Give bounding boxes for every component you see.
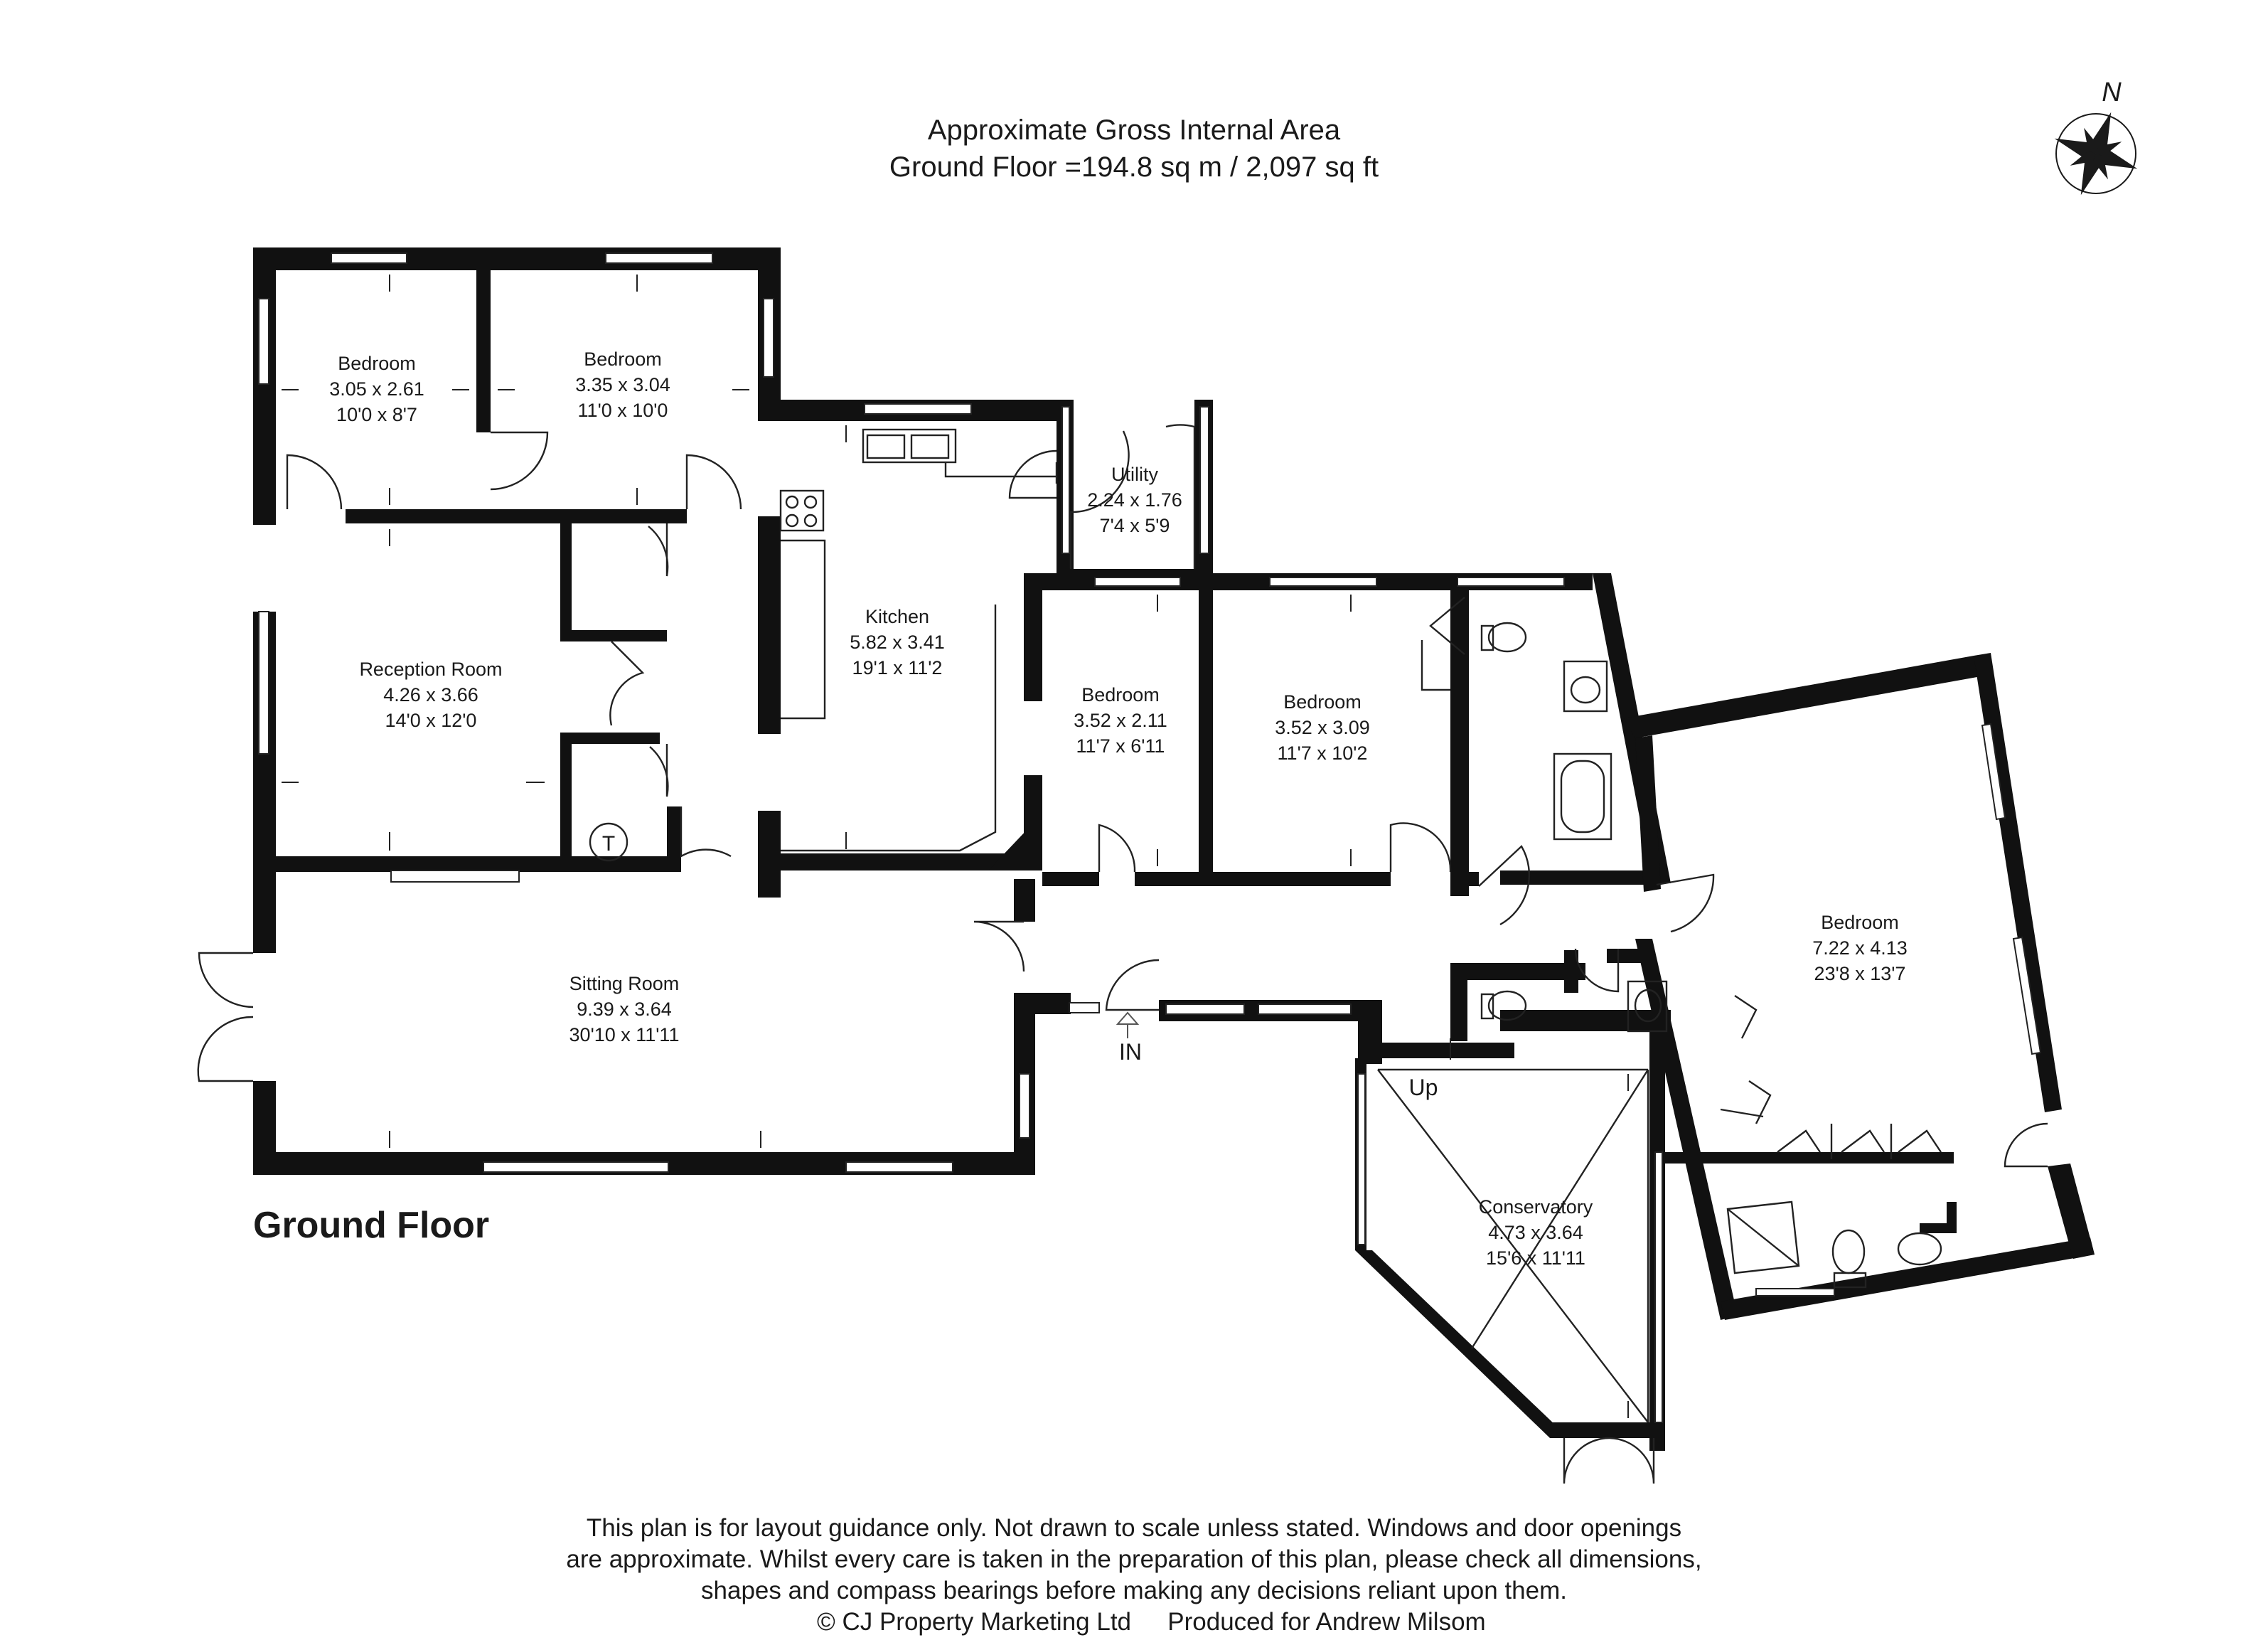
room-metric: 4.26 x 3.66 [383, 684, 478, 705]
room-metric: 5.82 x 3.41 [850, 632, 945, 653]
room-imperial: 10'0 x 8'7 [336, 404, 417, 425]
copyright-text: © CJ Property Marketing Ltd [817, 1608, 1131, 1636]
doors [197, 424, 2048, 1484]
room-imperial: 11'0 x 10'0 [578, 400, 668, 421]
room-imperial: 7'4 x 5'9 [1100, 515, 1170, 536]
room-metric: 7.22 x 4.13 [1812, 937, 1908, 959]
entrance-arrow-icon [1116, 1011, 1140, 1038]
dimension-arrows [282, 275, 1629, 1418]
room-name: Bedroom [338, 353, 416, 374]
room-bedroom-a: Bedroom 3.05 x 2.61 10'0 x 8'7 [329, 353, 424, 425]
disclaimer-line-1: This plan is for layout guidance only. N… [587, 1514, 1681, 1542]
room-sitting: Sitting Room 9.39 x 3.64 30'10 x 11'11 [569, 973, 680, 1045]
room-metric: 3.52 x 2.11 [1074, 710, 1167, 731]
water-tank-label: T [602, 832, 615, 856]
room-conservatory: Conservatory 4.73 x 3.64 15'6 x 11'11 [1479, 1196, 1593, 1269]
room-name: Bedroom [1081, 684, 1160, 705]
floor-label: Ground Floor [253, 1205, 489, 1246]
room-metric: 9.39 x 3.64 [577, 999, 672, 1020]
room-name: Kitchen [865, 606, 929, 627]
walls [253, 247, 2095, 1451]
room-utility: Utility 2.24 x 1.76 7'4 x 5'9 [1087, 464, 1182, 536]
entrance-label: IN [1119, 1039, 1142, 1065]
room-metric: 3.05 x 2.61 [329, 378, 424, 400]
room-name: Utility [1111, 464, 1158, 485]
area-title: Approximate Gross Internal Area [928, 115, 1341, 146]
room-name: Reception Room [359, 659, 502, 680]
room-imperial: 15'6 x 11'11 [1486, 1247, 1585, 1269]
room-imperial: 19'1 x 11'2 [852, 657, 943, 678]
room-imperial: 11'7 x 10'2 [1278, 742, 1368, 764]
disclaimer-line-2: are approximate. Whilst every care is ta… [566, 1545, 1701, 1573]
room-imperial: 11'7 x 6'11 [1076, 735, 1165, 757]
room-kitchen: Kitchen 5.82 x 3.41 19'1 x 11'2 [850, 606, 945, 678]
produced-for-text: Produced for Andrew Milsom [1167, 1608, 1485, 1636]
room-reception: Reception Room 4.26 x 3.66 14'0 x 12'0 [359, 659, 502, 731]
stairs-label: Up [1409, 1075, 1438, 1100]
disclaimer-line-3: shapes and compass bearings before makin… [701, 1577, 1567, 1604]
room-metric: 4.73 x 3.64 [1488, 1222, 1583, 1243]
room-imperial: 14'0 x 12'0 [385, 710, 477, 731]
area-figures: Ground Floor =194.8 sq m / 2,097 sq ft [889, 151, 1379, 183]
compass-north-label: N [2102, 78, 2122, 107]
room-bedroom-c: Bedroom 3.52 x 2.11 11'7 x 6'11 [1074, 684, 1167, 757]
room-imperial: 23'8 x 13'7 [1814, 963, 1906, 984]
windows [258, 252, 2042, 1423]
room-imperial: 30'10 x 11'11 [569, 1024, 680, 1045]
room-metric: 2.24 x 1.76 [1087, 489, 1182, 511]
room-name: Sitting Room [569, 973, 680, 994]
room-bedroom-d: Bedroom 3.52 x 3.09 11'7 x 10'2 [1275, 691, 1370, 764]
room-name: Bedroom [584, 348, 662, 370]
fixtures: T [589, 428, 1942, 1423]
room-bedroom-e: Bedroom 7.22 x 4.13 23'8 x 13'7 [1812, 912, 1908, 984]
compass-rose-icon [2054, 112, 2138, 196]
room-name: Bedroom [1821, 912, 1899, 933]
room-name: Bedroom [1283, 691, 1362, 713]
room-metric: 3.35 x 3.04 [575, 374, 670, 395]
room-name: Conservatory [1479, 1196, 1593, 1218]
room-bedroom-b: Bedroom 3.35 x 3.04 11'0 x 10'0 [575, 348, 670, 421]
room-metric: 3.52 x 3.09 [1275, 717, 1370, 738]
